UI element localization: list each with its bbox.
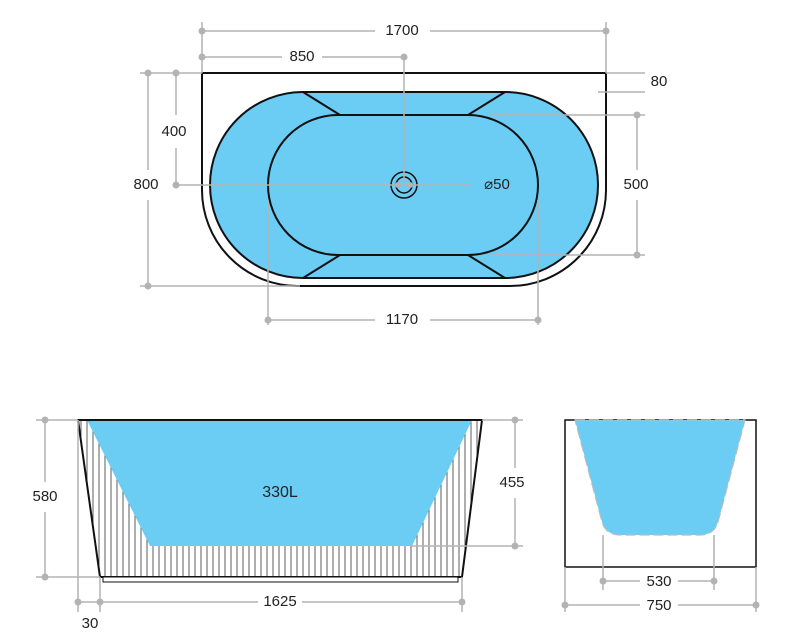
- dim-end-inner-width: 530: [646, 573, 671, 590]
- dim-overall-length: 1700: [385, 22, 418, 39]
- dim-height: 580: [32, 488, 57, 505]
- tub-end-water-volume: [574, 419, 746, 536]
- end-view: 530 750: [561, 419, 760, 614]
- dim-end-overall-width: 750: [646, 597, 671, 614]
- dim-inner-depth: 455: [499, 474, 524, 491]
- dim-drain-diameter: ⌀50: [484, 176, 510, 193]
- top-view: 1700 850 400 800 80 500 1170 ⌀50: [133, 22, 667, 328]
- dim-plinth-offset: 30: [82, 615, 99, 632]
- dimension-lines-end: [561, 535, 760, 612]
- side-view: 330L 580 455 1625 30: [32, 416, 525, 632]
- dim-drain-offset: 400: [161, 123, 186, 140]
- dim-rim-width: 80: [651, 73, 668, 90]
- tub-side-water-volume: [87, 420, 472, 546]
- dim-inner-length: 1170: [386, 311, 418, 328]
- tub-plinth: [102, 576, 459, 583]
- basin-corner-lines: [302, 91, 506, 279]
- dim-overall-width: 800: [133, 176, 158, 193]
- capacity-label: 330L: [262, 484, 298, 501]
- dimension-lines-side: [36, 416, 523, 612]
- dim-half-length: 850: [289, 48, 314, 65]
- dimension-lines-top: [140, 22, 645, 325]
- dim-base-length: 1625: [263, 593, 296, 610]
- dim-inner-width: 500: [623, 176, 648, 193]
